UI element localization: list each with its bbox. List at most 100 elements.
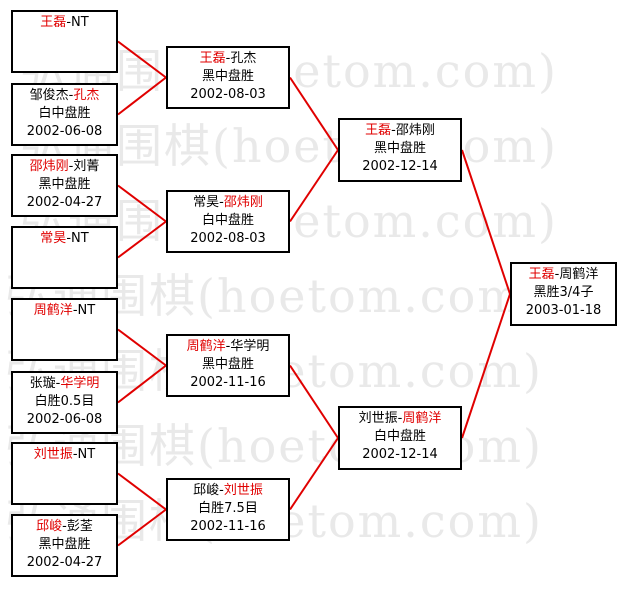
player-a-name: 张璇 xyxy=(29,376,56,391)
match-box-r1-5: 周鹤洋-NT xyxy=(11,298,118,361)
player-a-name: 邱峻 xyxy=(193,483,220,498)
bracket-line xyxy=(117,184,167,223)
player-separator: - xyxy=(66,15,72,30)
player-b-name: 孔杰 xyxy=(230,51,257,66)
match-players: 常昊-NT xyxy=(13,230,116,248)
match-result: 白胜0.5目 xyxy=(34,394,95,409)
match-players: 常昊-邵炜刚 xyxy=(168,194,288,212)
match-result: 白胜7.5目 xyxy=(198,501,258,516)
match-players: 邱峻-彭荃 xyxy=(13,518,116,536)
match-date: 2002-12-14 xyxy=(362,159,438,174)
player-separator: - xyxy=(225,339,231,354)
match-result: 黑中盘胜 xyxy=(201,69,254,84)
player-a-name: 王磊 xyxy=(40,15,67,30)
player-a-name: 常昊 xyxy=(193,195,220,210)
player-b-name: NT xyxy=(71,15,89,30)
match-date: 2002-04-27 xyxy=(26,555,103,570)
player-b-name: 刘世振 xyxy=(223,483,263,498)
player-separator: - xyxy=(66,231,72,246)
player-b-name: 邵炜刚 xyxy=(395,123,435,138)
match-box-r2-4: 邱峻-刘世振白胜7.5目 2002-11-16 xyxy=(166,478,290,541)
match-date: 2002-06-08 xyxy=(26,412,103,427)
player-a-name: 王磊 xyxy=(528,267,555,282)
player-separator: - xyxy=(72,303,78,318)
player-separator: - xyxy=(68,159,74,174)
match-result: 黑中盘胜 xyxy=(38,537,91,552)
bracket-line xyxy=(117,328,167,367)
player-a-name: 周鹤洋 xyxy=(186,339,226,354)
player-separator: - xyxy=(55,376,61,391)
bracket-line xyxy=(117,76,167,116)
match-players: 张璇-华学明 xyxy=(13,375,116,393)
bracket-line xyxy=(289,149,339,223)
match-result: 白中盘胜 xyxy=(373,429,426,444)
player-b-name: NT xyxy=(77,303,96,318)
bracket-line xyxy=(289,437,339,511)
player-a-name: 周鹤洋 xyxy=(33,303,73,318)
player-b-name: 刘菁 xyxy=(73,159,100,174)
bracket-line xyxy=(289,76,339,151)
bracket-line xyxy=(117,220,167,259)
bracket-line xyxy=(117,472,167,511)
match-result: 白中盘胜 xyxy=(201,213,254,228)
match-box-r1-7: 刘世振-NT xyxy=(11,442,118,505)
player-b-name: 周鹤洋 xyxy=(402,411,442,426)
match-box-r1-1: 王磊-NT xyxy=(11,10,118,73)
match-date: 2002-11-16 xyxy=(190,375,266,390)
player-b-name: 邵炜刚 xyxy=(223,195,263,210)
player-a-name: 邹俊杰 xyxy=(29,88,69,103)
match-players: 刘世振-NT xyxy=(13,446,116,464)
match-players: 周鹤洋-NT xyxy=(13,302,116,320)
match-players: 王磊-周鹤洋 xyxy=(512,266,615,284)
match-players: 邱峻-刘世振 xyxy=(168,482,288,500)
bracket-line xyxy=(117,40,167,79)
player-a-name: 王磊 xyxy=(365,123,392,138)
player-a-name: 邵炜刚 xyxy=(29,159,69,174)
bracket-line xyxy=(117,364,167,404)
match-box-r1-8: 邱峻-彭荃黑中盘胜 2002-04-27 xyxy=(11,514,118,577)
player-separator: - xyxy=(391,123,396,138)
match-date: 2002-11-16 xyxy=(190,519,266,534)
player-a-name: 刘世振 xyxy=(33,447,73,462)
player-a-name: 王磊 xyxy=(199,51,226,66)
match-players: 邹俊杰-孔杰 xyxy=(13,87,116,105)
player-separator: - xyxy=(397,411,403,426)
match-result: 黑中盘胜 xyxy=(38,177,91,192)
player-separator: - xyxy=(225,51,231,66)
match-date: 2002-08-03 xyxy=(190,87,266,102)
player-b-name: 华学明 xyxy=(230,339,270,354)
player-separator: - xyxy=(219,195,224,210)
match-box-r1-3: 邵炜刚-刘菁黑中盘胜 2002-04-27 xyxy=(11,154,118,217)
bracket-line xyxy=(461,149,511,295)
match-box-r3-2: 刘世振-周鹤洋白中盘胜 2002-12-14 xyxy=(338,406,462,470)
player-b-name: 华学明 xyxy=(60,376,100,391)
match-date: 2002-06-08 xyxy=(26,124,103,139)
match-date: 2002-04-27 xyxy=(26,195,103,210)
match-result: 黑中盘胜 xyxy=(373,141,426,156)
match-date: 2002-12-14 xyxy=(362,447,438,462)
bracket-line xyxy=(117,508,167,547)
player-b-name: 周鹤洋 xyxy=(559,267,599,282)
match-result: 黑中盘胜 xyxy=(201,357,254,372)
match-box-r2-3: 周鹤洋-华学明黑中盘胜 2002-11-16 xyxy=(166,334,290,397)
bracket-line xyxy=(289,364,339,439)
match-box-r1-2: 邹俊杰-孔杰白中盘胜 2002-06-08 xyxy=(11,83,118,146)
match-players: 王磊-孔杰 xyxy=(168,50,288,68)
match-result: 白中盘胜 xyxy=(38,106,91,121)
player-b-name: NT xyxy=(71,231,89,246)
player-a-name: 刘世振 xyxy=(358,411,398,426)
player-b-name: NT xyxy=(77,447,96,462)
match-players: 王磊-NT xyxy=(13,14,116,32)
player-separator: - xyxy=(72,447,78,462)
player-a-name: 常昊 xyxy=(40,231,67,246)
player-separator: - xyxy=(554,267,560,282)
player-separator: - xyxy=(62,519,67,534)
match-players: 王磊-邵炜刚 xyxy=(340,122,460,140)
player-b-name: 孔杰 xyxy=(73,88,100,103)
match-box-r1-4: 常昊-NT xyxy=(11,226,118,289)
